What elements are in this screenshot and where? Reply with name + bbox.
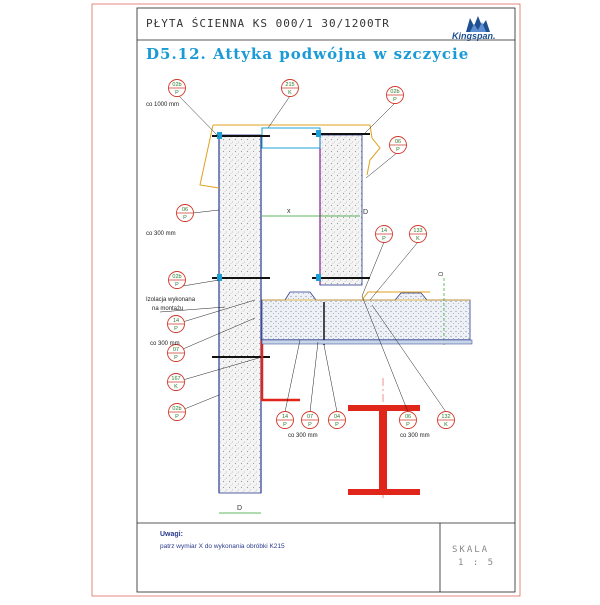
callout-bottom: P	[406, 422, 410, 428]
callout-c6: 14P	[375, 225, 393, 243]
callout-c14: 07P	[301, 411, 319, 429]
scale-label: SKALA	[452, 545, 490, 555]
callout-top: 14	[173, 318, 179, 324]
detail-title: D5.12. Attyka podwójna w szczycie	[146, 45, 470, 63]
label-co300-a: co 300 mm	[146, 231, 176, 237]
dim-x-label: x	[287, 208, 291, 215]
scale-value: 1 : 5	[458, 558, 496, 568]
beam-top-flange	[348, 405, 420, 411]
callout-top: 02b	[172, 406, 181, 412]
callout-top: 215	[285, 82, 294, 88]
dim-d-label: D	[363, 209, 368, 216]
callout-bottom: P	[183, 215, 187, 221]
kingspan-logo	[466, 16, 490, 32]
callout-bottom: P	[175, 90, 179, 96]
callout-bottom: P	[396, 147, 400, 153]
leader-lines	[159, 93, 447, 413]
callout-c5: 06P	[176, 204, 194, 222]
right-attic-panel	[319, 134, 363, 286]
callout-c16: 06P	[399, 411, 417, 429]
washer-3	[217, 274, 222, 281]
callout-bottom: P	[382, 236, 386, 242]
callout-top: 06	[405, 414, 411, 420]
callout-top: 06	[395, 139, 401, 145]
callout-top: 07	[307, 414, 313, 420]
callout-top: 14	[381, 228, 387, 234]
callout-bottom: P	[393, 97, 397, 103]
label-co1000: co 1000 mm	[146, 102, 179, 108]
left-flashing	[199, 124, 220, 189]
left-wall-panel	[218, 134, 262, 494]
callout-top: 132	[441, 414, 450, 420]
callout-bottom: K	[444, 422, 448, 428]
callout-top: 04	[334, 414, 340, 420]
top-cap-profile	[261, 127, 321, 149]
callout-bottom: P	[335, 422, 339, 428]
notes-heading: Uwagi:	[160, 531, 183, 538]
washer-4	[316, 274, 321, 281]
sheet-border	[91, 3, 521, 597]
callout-c13: 14P	[276, 411, 294, 429]
callout-bottom: P	[308, 422, 312, 428]
callout-bottom: P	[283, 422, 287, 428]
callout-bottom: K	[174, 384, 178, 390]
callout-bottom: P	[175, 414, 179, 420]
callout-top: 167	[171, 376, 180, 382]
callout-bottom: P	[174, 326, 178, 332]
logo-text: Kingspan.	[452, 31, 496, 41]
callout-top: 14	[282, 414, 288, 420]
drawing-frame	[136, 7, 516, 593]
roof-panel	[261, 291, 471, 341]
top-flashing-k215	[213, 124, 381, 176]
label-co300-b: co 300 mm	[150, 341, 180, 347]
callout-c15: 04P	[328, 411, 346, 429]
dim-bottom-label: D	[237, 505, 242, 512]
callout-c9: 14P	[167, 315, 185, 333]
callout-top: 07	[173, 347, 179, 353]
sheet-title: PŁYTA ŚCIENNA KS 000/1 30/1200TR	[146, 17, 390, 30]
callout-top: 02b	[172, 274, 181, 280]
callout-bottom: P	[175, 282, 179, 288]
callout-top: 06	[182, 207, 188, 213]
steel-angle	[260, 340, 300, 402]
label-izolacja-1: Izolacja wykonana	[146, 297, 196, 303]
washer-2	[316, 130, 321, 137]
ridge-flashing	[361, 291, 430, 301]
notes-text: patrz wymiar X do wykonania obróbki K215	[160, 543, 285, 550]
dim-d-vertical: D	[439, 271, 445, 276]
callout-top: 133	[413, 228, 422, 234]
callout-top: 02b	[390, 89, 399, 95]
callout-c4: 06P	[389, 136, 407, 154]
purlin-sheet	[261, 339, 473, 345]
callout-c10: 07P	[167, 344, 185, 362]
callout-bottom: P	[174, 355, 178, 361]
washer-1	[217, 132, 222, 139]
callout-bottom: K	[288, 90, 292, 96]
callout-bottom: K	[416, 236, 420, 242]
label-co300-c: co 300 mm	[288, 433, 318, 439]
beam-bottom-flange	[348, 489, 420, 495]
label-izolacja-2: na montażu	[152, 306, 183, 312]
label-co300-d: co 300 mm	[400, 433, 430, 439]
callout-top: 02b	[172, 82, 181, 88]
